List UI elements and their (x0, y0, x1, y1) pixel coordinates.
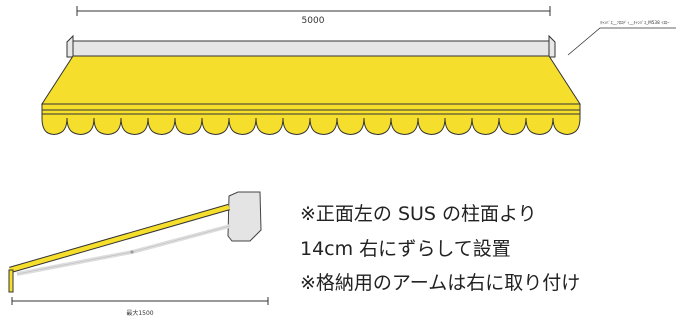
side-front-valance (8, 269, 14, 293)
width-dimension (76, 6, 551, 16)
right-bracket (548, 34, 556, 58)
cassette-box (72, 40, 550, 57)
material-label: ｷｬﾝﾊﾞｽ__ｿﾛｴﾃﾞｨ__ｷｬﾝﾊﾞｽ_M538 ｲｴﾛｰ (600, 20, 669, 26)
folding-arm (16, 224, 231, 276)
scalloped-valance (41, 113, 581, 135)
installation-note-3: ※格納用のアームは右に取り付け (300, 272, 581, 294)
awning-canvas (41, 55, 581, 105)
front-bar (41, 103, 581, 115)
arm-elbow-joint (130, 250, 134, 254)
left-bracket (66, 34, 74, 58)
installation-note-2: 14cm 右にずらして設置 (300, 238, 511, 260)
projection-dimension (11, 297, 269, 305)
width-dimension-label: 5000 (302, 16, 325, 26)
projection-dimension-label: 最大1500 (126, 309, 153, 317)
material-leader-line (567, 27, 676, 56)
installation-note-1: ※正面左の SUS の柱面より (300, 203, 537, 225)
wall-bracket-side (227, 191, 262, 242)
